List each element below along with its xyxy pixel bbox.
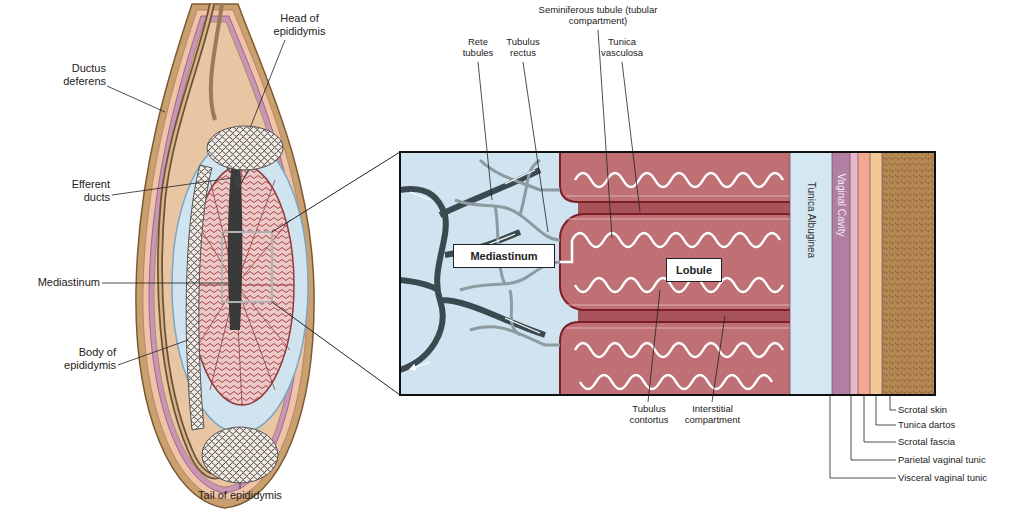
skin-band bbox=[882, 152, 935, 395]
part-label: Visceral vaginal tunic bbox=[898, 472, 1032, 483]
part-label: Rete tubules bbox=[455, 36, 501, 59]
layer-leader-lines bbox=[830, 395, 896, 478]
part-label: Body of epididymis bbox=[50, 346, 116, 372]
tubule-line bbox=[555, 240, 572, 262]
epididymis-body-coils bbox=[186, 165, 212, 430]
fascia-band bbox=[858, 152, 870, 395]
layer-label: Vaginal Cavity bbox=[835, 155, 847, 255]
part-label: Tunica vasculosa bbox=[592, 36, 652, 59]
lobule-shape bbox=[560, 322, 810, 395]
leader-lines bbox=[102, 40, 285, 489]
tunica-vasculosa-lines bbox=[566, 196, 790, 328]
zoom-marker-outline bbox=[222, 232, 272, 302]
node-text: Lobule bbox=[676, 264, 712, 277]
layer-label: Tunica Albuginea bbox=[805, 160, 817, 280]
epididymis-head bbox=[207, 126, 283, 170]
part-label: Ductus deferens bbox=[40, 62, 106, 88]
zoom-marker bbox=[222, 232, 272, 302]
part-label: Head of epididymis bbox=[262, 12, 337, 38]
part-label: Efferent ducts bbox=[48, 178, 110, 204]
part-label: Mediastinum bbox=[8, 276, 100, 289]
lobule-shape bbox=[560, 152, 800, 202]
region-box: Lobule bbox=[666, 258, 722, 282]
dartos-band bbox=[870, 152, 882, 395]
tubule-line bbox=[575, 343, 783, 357]
parietal-tunic-band bbox=[850, 152, 858, 395]
flow-arrows bbox=[410, 170, 540, 369]
epididymis-head-coils bbox=[207, 126, 283, 170]
lobule-shape bbox=[560, 214, 810, 310]
part-label: Tunica dartos bbox=[898, 419, 1032, 430]
scrotal-skin-layer bbox=[136, 4, 314, 508]
tubule-line bbox=[580, 375, 772, 389]
part-label: Tail of epididymis bbox=[175, 489, 305, 502]
vaginal-cavity bbox=[172, 137, 308, 433]
zoom-lines bbox=[272, 152, 400, 395]
skin-texture-band bbox=[882, 152, 935, 395]
tubule-line bbox=[572, 233, 780, 247]
part-label: Scrotal skin bbox=[898, 404, 1032, 415]
vaginal-cavity-band bbox=[832, 152, 850, 395]
zoom-frame bbox=[400, 152, 935, 395]
part-label: Interstitial compartment bbox=[675, 403, 750, 426]
epididymis-tail-coils bbox=[202, 427, 278, 483]
region-box: Mediastinum bbox=[453, 244, 555, 268]
part-label: Scrotal fascia bbox=[898, 436, 1032, 447]
dartos-layer bbox=[143, 10, 307, 500]
epididymis-tail bbox=[202, 427, 278, 483]
cord-vessel bbox=[211, 4, 222, 120]
node-text: Mediastinum bbox=[470, 250, 537, 263]
tubule-line bbox=[575, 173, 783, 187]
part-label: Seminiferous tubule (tubular compartment… bbox=[533, 4, 663, 27]
part-label: Parietal vaginal tunic bbox=[898, 454, 1032, 465]
leader-lines bbox=[478, 30, 725, 402]
zoom-panel bbox=[400, 152, 935, 395]
layer-borders bbox=[790, 152, 882, 395]
epididymis-body bbox=[186, 165, 212, 430]
tunica-albuginea-band bbox=[790, 152, 832, 395]
part-label: Tubulus rectus bbox=[498, 36, 548, 59]
part-label: Tubulus contortus bbox=[620, 403, 678, 426]
